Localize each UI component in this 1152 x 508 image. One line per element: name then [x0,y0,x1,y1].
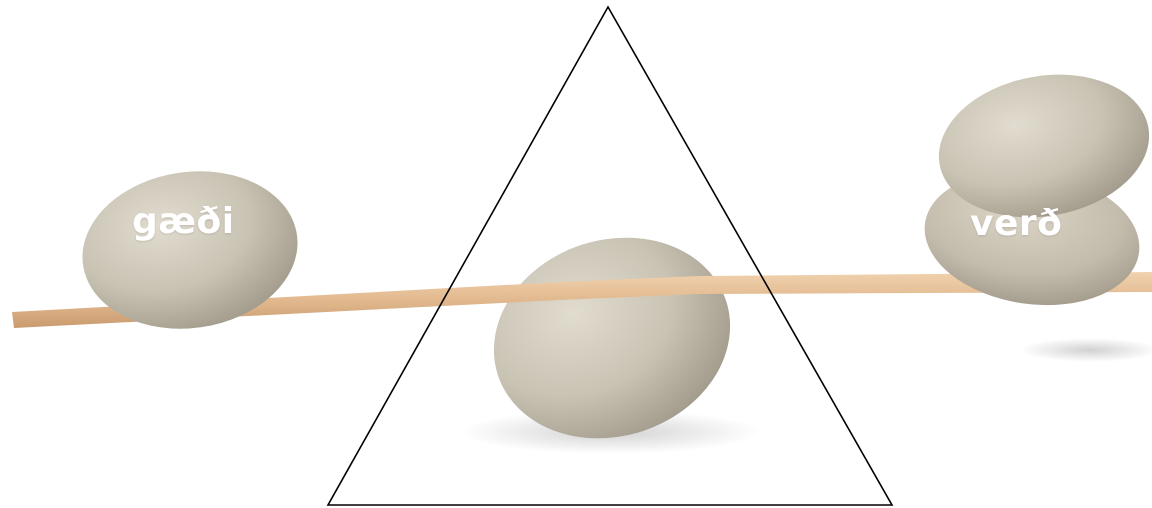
quality-label: gæði [132,204,235,240]
price-label: verð [970,206,1062,242]
right-shadow [1020,338,1152,362]
